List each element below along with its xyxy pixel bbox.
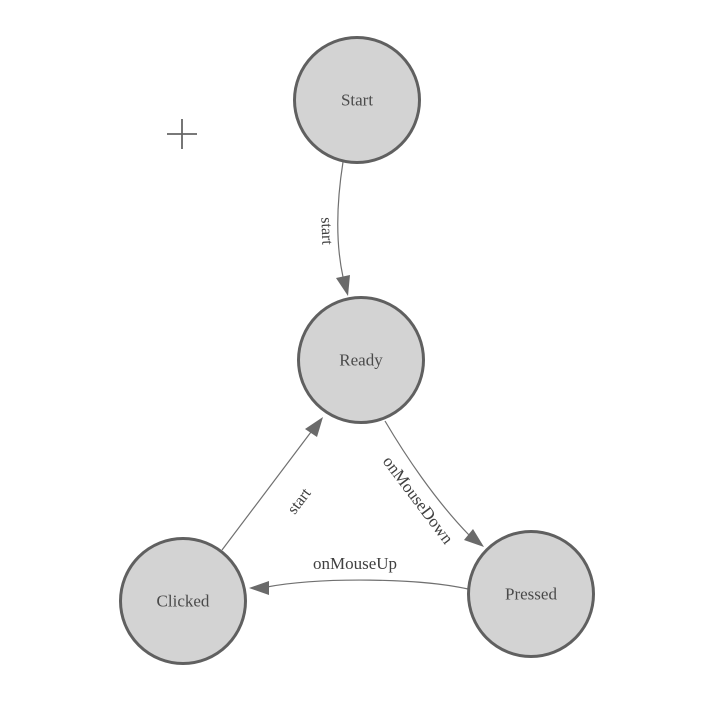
edge-label-onmousedown[interactable]: onMouseDown xyxy=(379,452,458,548)
state-label-start: Start xyxy=(341,90,373,109)
state-label-pressed: Pressed xyxy=(505,584,557,603)
edge-start-to-ready[interactable]: start xyxy=(317,161,350,296)
state-label-clicked: Clicked xyxy=(157,591,210,610)
edge-label-start-top[interactable]: start xyxy=(317,217,335,246)
arrowhead-icon xyxy=(305,417,323,437)
edge-label-onmouseup[interactable]: onMouseUp xyxy=(313,554,397,573)
state-node-pressed[interactable]: Pressed xyxy=(467,530,595,658)
edge-label-start-bottom[interactable]: start xyxy=(284,485,314,518)
state-node-ready[interactable]: Ready xyxy=(297,296,425,424)
edge-ready-to-pressed[interactable]: onMouseDown xyxy=(379,420,484,548)
crosshair-plus-icon xyxy=(167,119,197,149)
arrowhead-icon xyxy=(336,275,350,296)
edge-clicked-to-ready[interactable]: start xyxy=(221,417,323,551)
state-node-start[interactable]: Start xyxy=(293,36,421,164)
state-node-clicked[interactable]: Clicked xyxy=(119,537,247,665)
arrowhead-icon xyxy=(249,581,269,595)
state-label-ready: Ready xyxy=(339,350,383,369)
arrowhead-icon xyxy=(464,529,484,547)
edge-pressed-to-clicked[interactable]: onMouseUp xyxy=(249,554,469,595)
